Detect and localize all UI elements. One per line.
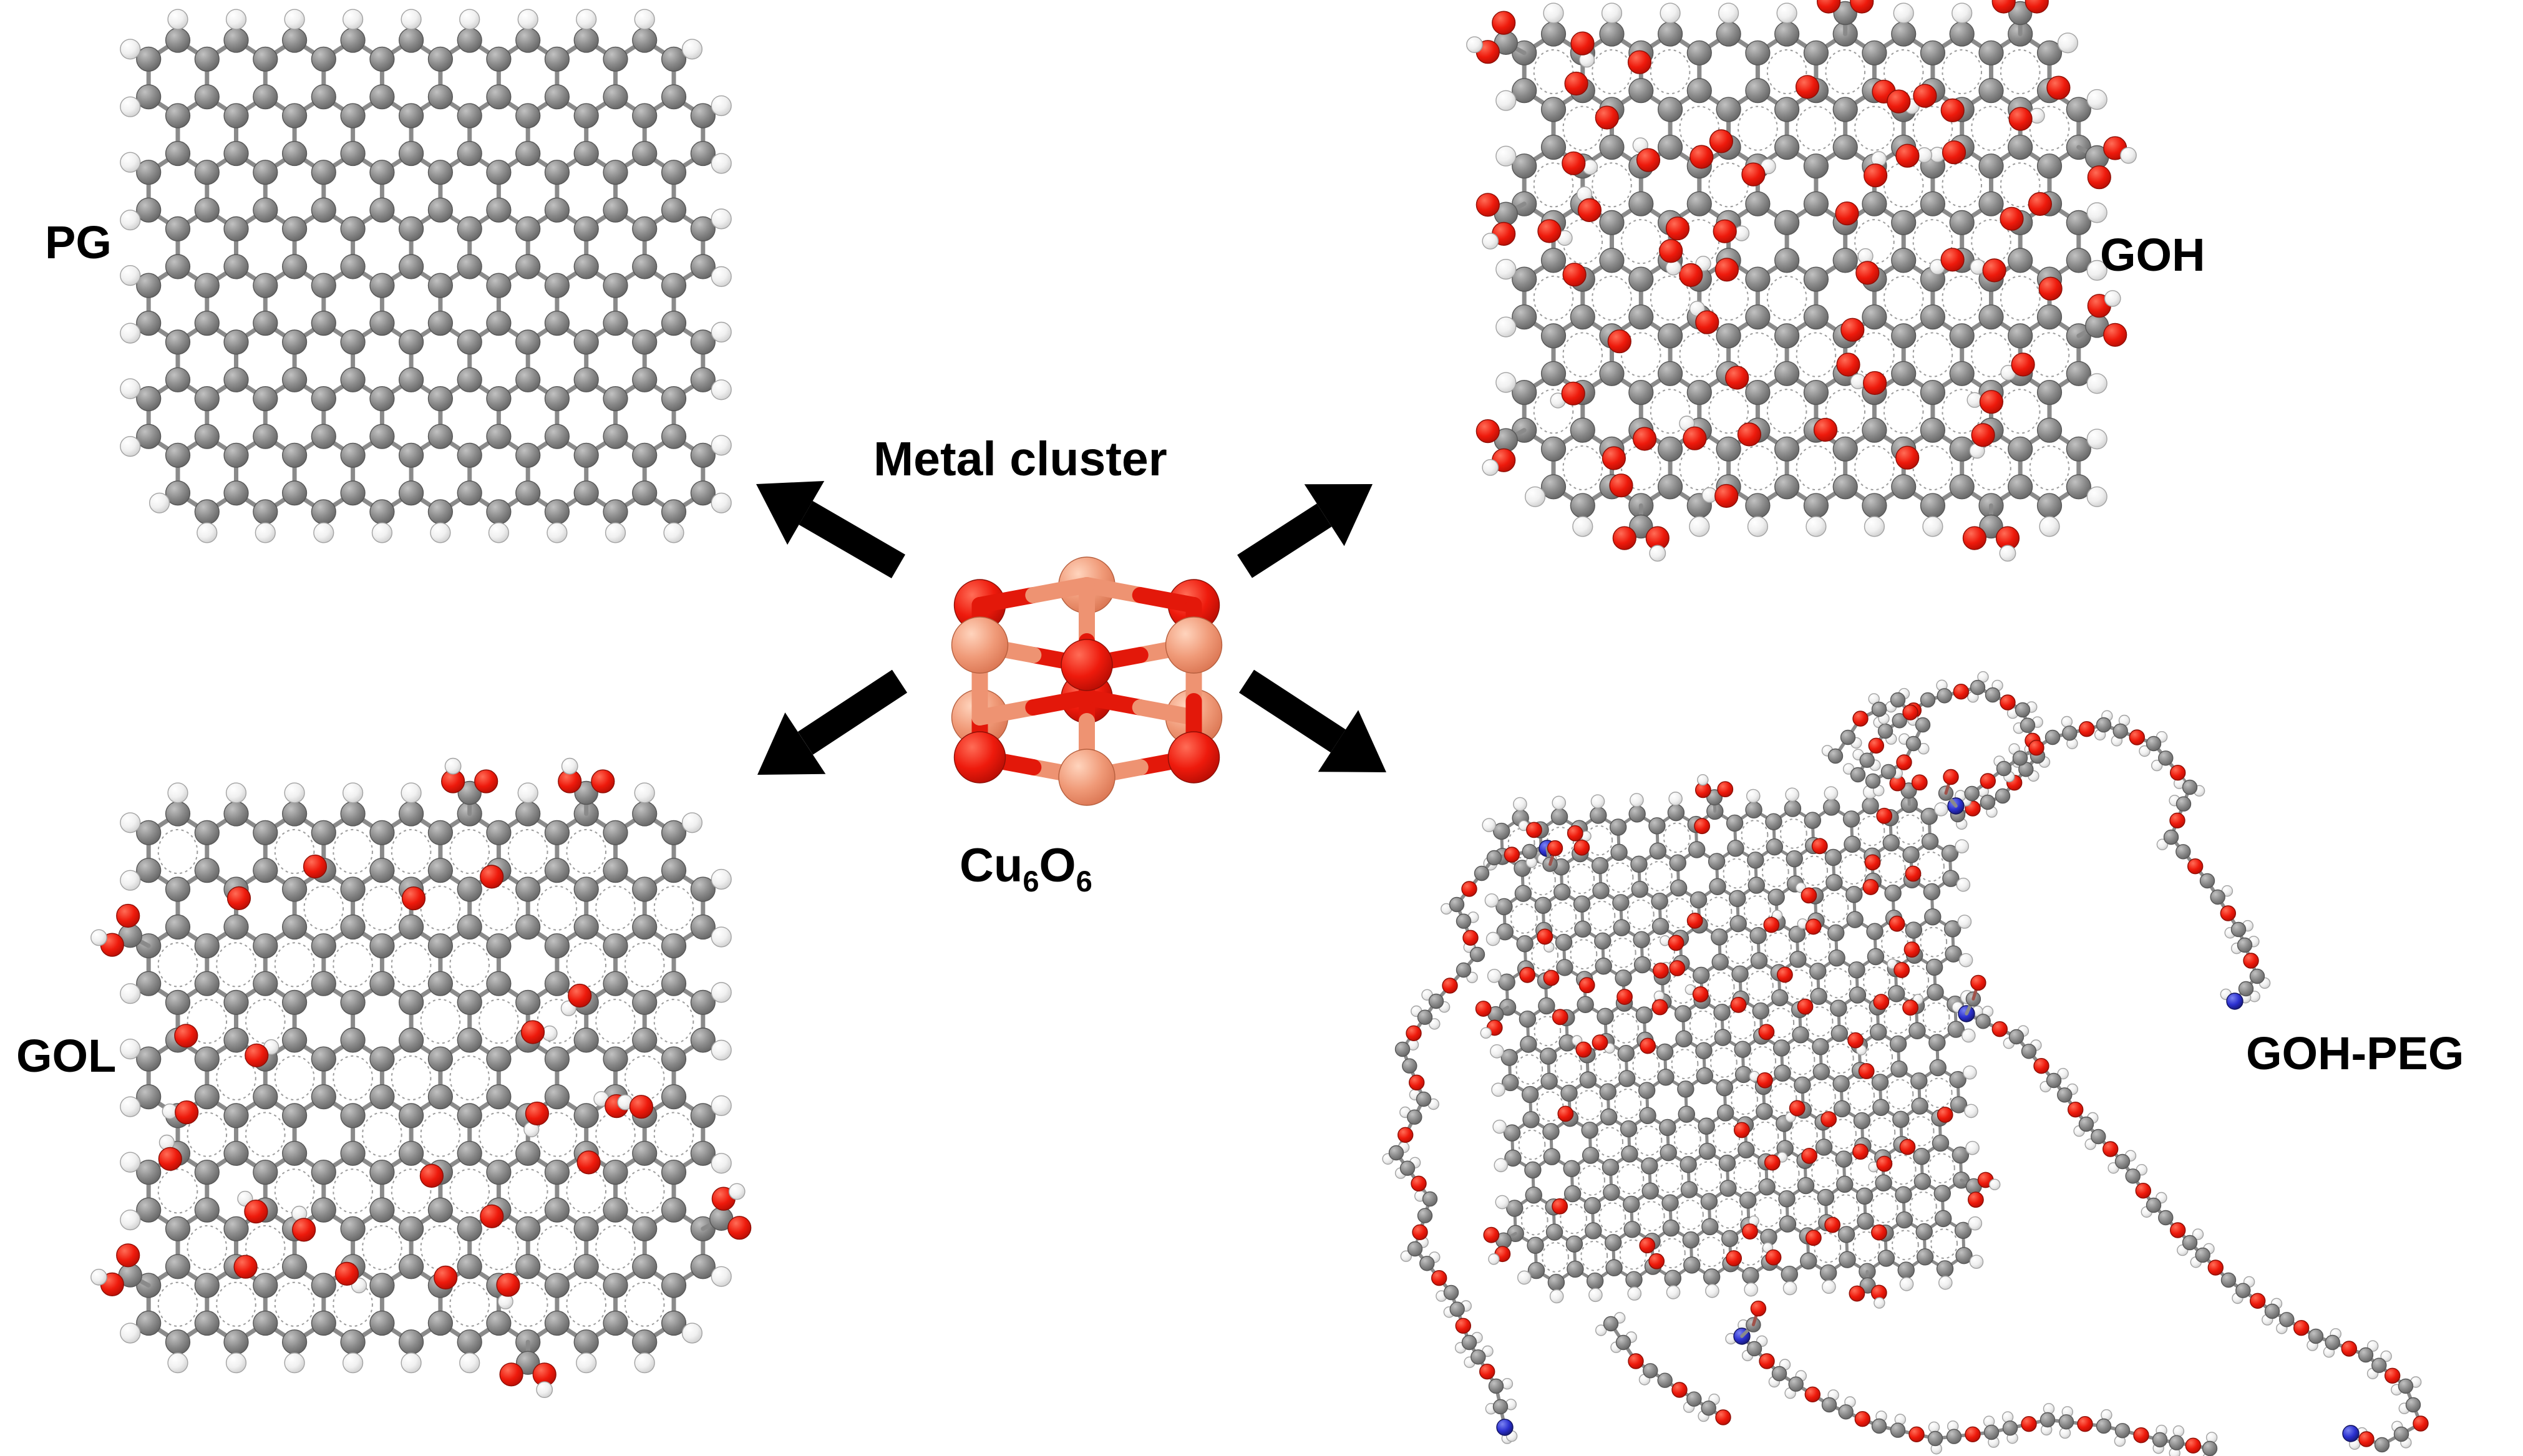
formula-subscript-6b: 6 xyxy=(1076,865,1092,898)
arrow-to-gol xyxy=(757,669,908,775)
goh-peg-molecule-model xyxy=(1382,671,2429,1456)
arrow-to-pg xyxy=(756,481,906,579)
formula-element-o: O xyxy=(1039,839,1076,892)
pg-molecule-model xyxy=(120,9,732,543)
arrow-to-goh xyxy=(1237,484,1373,578)
cu6o6-cluster-model xyxy=(951,556,1223,806)
gol-label: GOL xyxy=(16,1030,117,1082)
formula-element-cu: Cu xyxy=(960,839,1023,892)
goh-molecule-model xyxy=(1466,0,2137,562)
goh-label: GOH xyxy=(2100,229,2205,281)
metal-cluster-label: Metal cluster xyxy=(873,432,1167,486)
cluster-formula-label: Cu6O6 xyxy=(960,842,1092,896)
pg-label: PG xyxy=(45,216,112,268)
gol-molecule-model xyxy=(90,757,752,1398)
radiating-arrows xyxy=(756,481,1386,775)
goh-peg-label: GOH-PEG xyxy=(2246,1027,2464,1079)
arrow-to-goh-peg xyxy=(1238,669,1386,772)
formula-subscript-6a: 6 xyxy=(1023,865,1039,898)
